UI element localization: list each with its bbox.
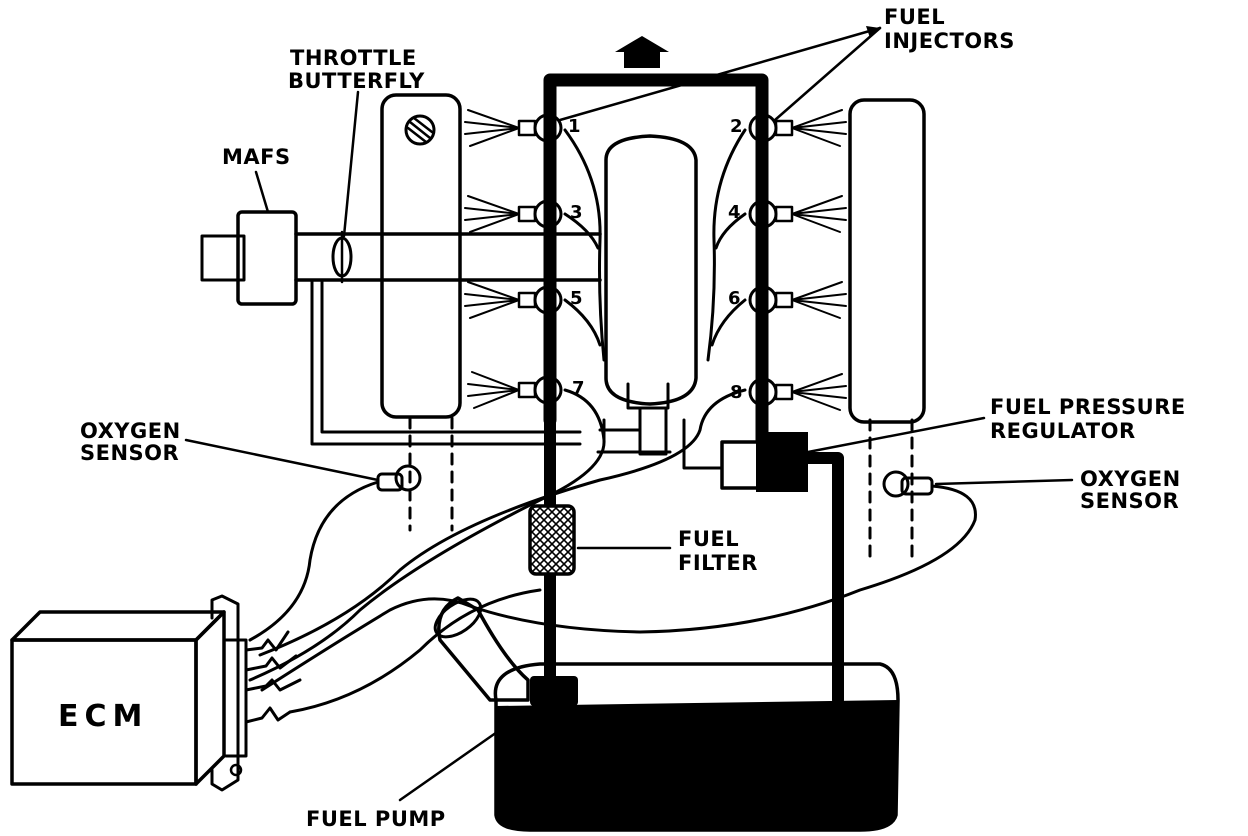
fuel-pump-label: FUEL PUMP	[306, 807, 446, 831]
injector-7	[467, 371, 563, 409]
fuel-return-line	[802, 452, 844, 706]
injector-number-5: 5	[570, 288, 583, 309]
intake-duct	[200, 232, 602, 446]
oxygen-sensor-right	[260, 470, 977, 692]
fuel-injectors-label-line1: FUEL	[884, 5, 945, 29]
butterfly-label: BUTTERFLY	[288, 69, 425, 93]
injector-number-1: 1	[568, 116, 581, 137]
injector-2	[748, 109, 847, 147]
injector-number-2: 2	[730, 116, 743, 137]
oxygen-sensor-left-label-line2: SENSOR	[80, 441, 179, 465]
fuel-pressure-label-line2: REGULATOR	[990, 419, 1136, 443]
oxygen-sensor-left-label-line1: OXYGEN	[80, 419, 181, 443]
left-cylinder-bank	[380, 93, 462, 419]
injector-number-6: 6	[728, 288, 741, 309]
bank-bolt	[404, 114, 436, 146]
plenum-fittings	[596, 382, 722, 470]
ecm-label: ECM	[58, 699, 148, 734]
injector-3	[464, 195, 563, 233]
injector-number-7: 7	[572, 378, 585, 399]
mafs-sensor	[236, 210, 298, 306]
intake-plenum	[604, 134, 698, 406]
throttle-butterfly	[331, 230, 353, 284]
injector-8	[748, 373, 847, 411]
ecm-module	[10, 594, 302, 792]
oxygen-sensor-right-label-line1: OXYGEN	[1080, 467, 1181, 491]
fuel-filter	[528, 504, 576, 576]
injector-4	[748, 195, 847, 233]
oxygen-sensor-right-label-line2: SENSOR	[1080, 489, 1179, 513]
fuel-level	[496, 700, 898, 830]
fuel-pressure-label-line1: FUEL PRESSURE	[990, 395, 1186, 419]
throttle-label: THROTTLE	[290, 46, 417, 70]
oxygen-sensor-left	[248, 464, 422, 642]
fuel-injectors-label-line2: INJECTORS	[884, 29, 1015, 53]
fuel-pressure-regulator	[720, 432, 808, 492]
injector-number-3: 3	[570, 202, 583, 223]
ecm-harness	[288, 588, 542, 714]
injector-number-4: 4	[728, 202, 741, 223]
fuel-pump	[530, 676, 578, 706]
exhaust-lines	[408, 416, 914, 562]
leader-lines	[184, 26, 1074, 802]
right-cylinder-bank	[848, 98, 926, 424]
fuel-tank	[433, 596, 900, 832]
fuel-rail	[543, 73, 769, 447]
mafs-label: MAFS	[222, 145, 291, 169]
fuel-filter-label-line2: FILTER	[678, 551, 758, 575]
injector-number-8: 8	[730, 382, 743, 403]
injector-6	[748, 281, 847, 319]
fuel-filter-label-line1: FUEL	[678, 527, 739, 551]
flow-arrow	[615, 36, 669, 68]
injector-5	[464, 281, 563, 319]
injector-1	[464, 109, 563, 147]
